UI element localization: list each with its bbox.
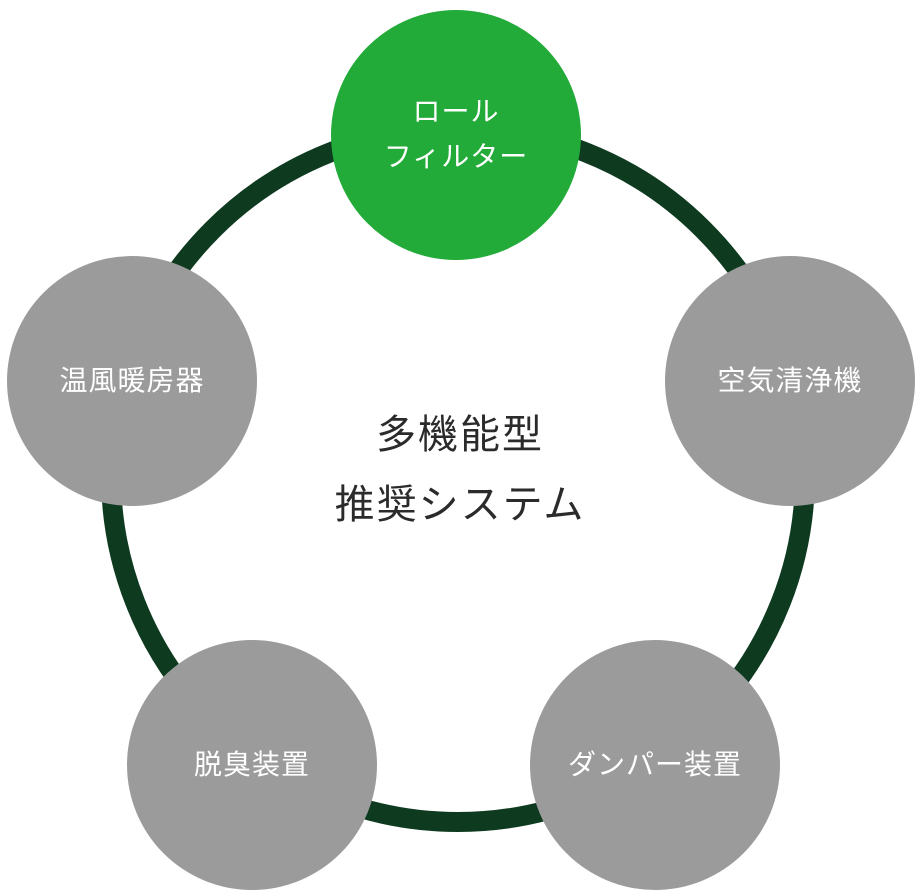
center-title-line1: 多機能型 (376, 412, 544, 458)
node-heater: 温風暖房器 (7, 256, 257, 506)
node-air-purifier-label: 空気清浄機 (717, 363, 863, 397)
node-heater-label: 温風暖房器 (59, 363, 205, 397)
node-damper-label: ダンパー装置 (567, 747, 742, 781)
node-roll-filter-label: ロール フィルター (384, 90, 528, 180)
node-roll-filter: ロール フィルター (331, 10, 581, 260)
node-roll-filter-line1: ロール (412, 95, 500, 129)
center-title: 多機能型 推奨システム (260, 400, 660, 540)
node-deodorizer-label: 脱臭装置 (193, 747, 310, 781)
node-deodorizer: 脱臭装置 (127, 640, 377, 890)
center-title-line2: 推奨システム (334, 482, 586, 528)
node-roll-filter-line2: フィルター (383, 140, 529, 173)
node-damper: ダンパー装置 (530, 640, 780, 890)
node-air-purifier: 空気清浄機 (665, 256, 915, 506)
